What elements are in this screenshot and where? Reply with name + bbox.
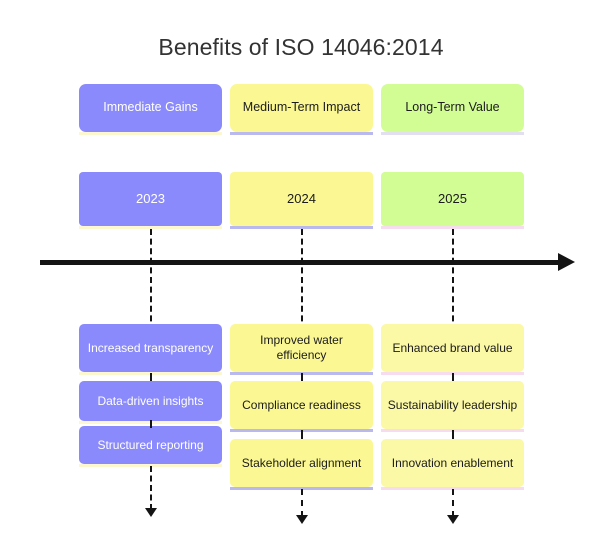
timeline-arrow-icon xyxy=(558,253,575,271)
year-box-2025[interactable]: 2025 xyxy=(381,172,524,226)
year-underline-2024 xyxy=(230,226,373,229)
connector-dashed-medium-upper xyxy=(301,229,303,331)
connector-dashed-immediate-2-3 xyxy=(150,420,152,428)
connector-dashed-immediate-upper xyxy=(150,229,152,331)
benefit-underline-long-3 xyxy=(381,487,524,490)
year-underline-2023 xyxy=(79,226,222,229)
benefit-label-medium-2: Compliance readiness xyxy=(242,397,361,412)
page-title: Benefits of ISO 14046:2014 xyxy=(158,34,444,60)
connector-dashed-immediate-tail xyxy=(150,466,152,510)
benefit-card-long-2[interactable]: Sustainability leadership xyxy=(381,381,524,429)
benefit-underline-immediate-3 xyxy=(79,464,222,467)
benefit-label-long-2: Sustainability leadership xyxy=(387,397,518,412)
year-label-2025: 2025 xyxy=(438,190,467,206)
connector-dashed-medium-1-2 xyxy=(301,373,303,381)
benefit-card-immediate-3[interactable]: Structured reporting xyxy=(79,426,222,464)
phase-underline-long-term xyxy=(381,132,524,135)
arrow-down-icon-long xyxy=(447,515,459,524)
year-label-2023: 2023 xyxy=(136,190,165,206)
benefit-label-immediate-1: Increased transparency xyxy=(87,340,214,355)
benefit-label-long-3: Innovation enablement xyxy=(391,455,514,470)
connector-dashed-medium-2-3 xyxy=(301,430,303,439)
connector-dashed-long-upper xyxy=(452,229,454,331)
year-box-2023[interactable]: 2023 xyxy=(79,172,222,226)
benefit-card-long-1[interactable]: Enhanced brand value xyxy=(381,324,524,372)
phase-box-medium-term[interactable]: Medium-Term Impact xyxy=(230,84,373,132)
phase-box-long-term[interactable]: Long-Term Value xyxy=(381,84,524,132)
benefit-card-medium-2[interactable]: Compliance readiness xyxy=(230,381,373,429)
connector-dashed-immediate-1-2 xyxy=(150,373,152,381)
year-underline-2025 xyxy=(381,226,524,229)
benefit-card-medium-3[interactable]: Stakeholder alignment xyxy=(230,439,373,487)
phase-label-immediate: Immediate Gains xyxy=(103,100,198,115)
phase-label-medium-term: Medium-Term Impact xyxy=(242,100,361,115)
benefit-label-immediate-3: Structured reporting xyxy=(97,437,204,452)
benefit-card-long-3[interactable]: Innovation enablement xyxy=(381,439,524,487)
benefit-underline-medium-3 xyxy=(230,487,373,490)
benefit-card-medium-1[interactable]: Improved water efficiency xyxy=(230,324,373,372)
arrow-down-icon-immediate xyxy=(145,508,157,517)
benefit-card-immediate-1[interactable]: Increased transparency xyxy=(79,324,222,372)
benefit-label-medium-1: Improved water efficiency xyxy=(260,333,343,362)
year-label-2024: 2024 xyxy=(287,190,316,206)
connector-dashed-long-2-3 xyxy=(452,430,454,439)
timeline-axis xyxy=(40,260,565,265)
phase-underline-immediate xyxy=(79,132,222,135)
phase-label-long-term: Long-Term Value xyxy=(405,100,500,115)
benefit-label-medium-3: Stakeholder alignment xyxy=(241,455,362,470)
connector-dashed-medium-tail xyxy=(301,489,303,517)
benefit-label-immediate-2: Data-driven insights xyxy=(97,393,204,408)
connector-dashed-long-tail xyxy=(452,489,454,517)
phase-underline-medium-term xyxy=(230,132,373,135)
benefit-label-long-1: Enhanced brand value xyxy=(392,340,513,355)
phase-box-immediate[interactable]: Immediate Gains xyxy=(79,84,222,132)
arrow-down-icon-medium xyxy=(296,515,308,524)
year-box-2024[interactable]: 2024 xyxy=(230,172,373,226)
benefit-card-immediate-2[interactable]: Data-driven insights xyxy=(79,381,222,421)
connector-dashed-long-1-2 xyxy=(452,373,454,381)
